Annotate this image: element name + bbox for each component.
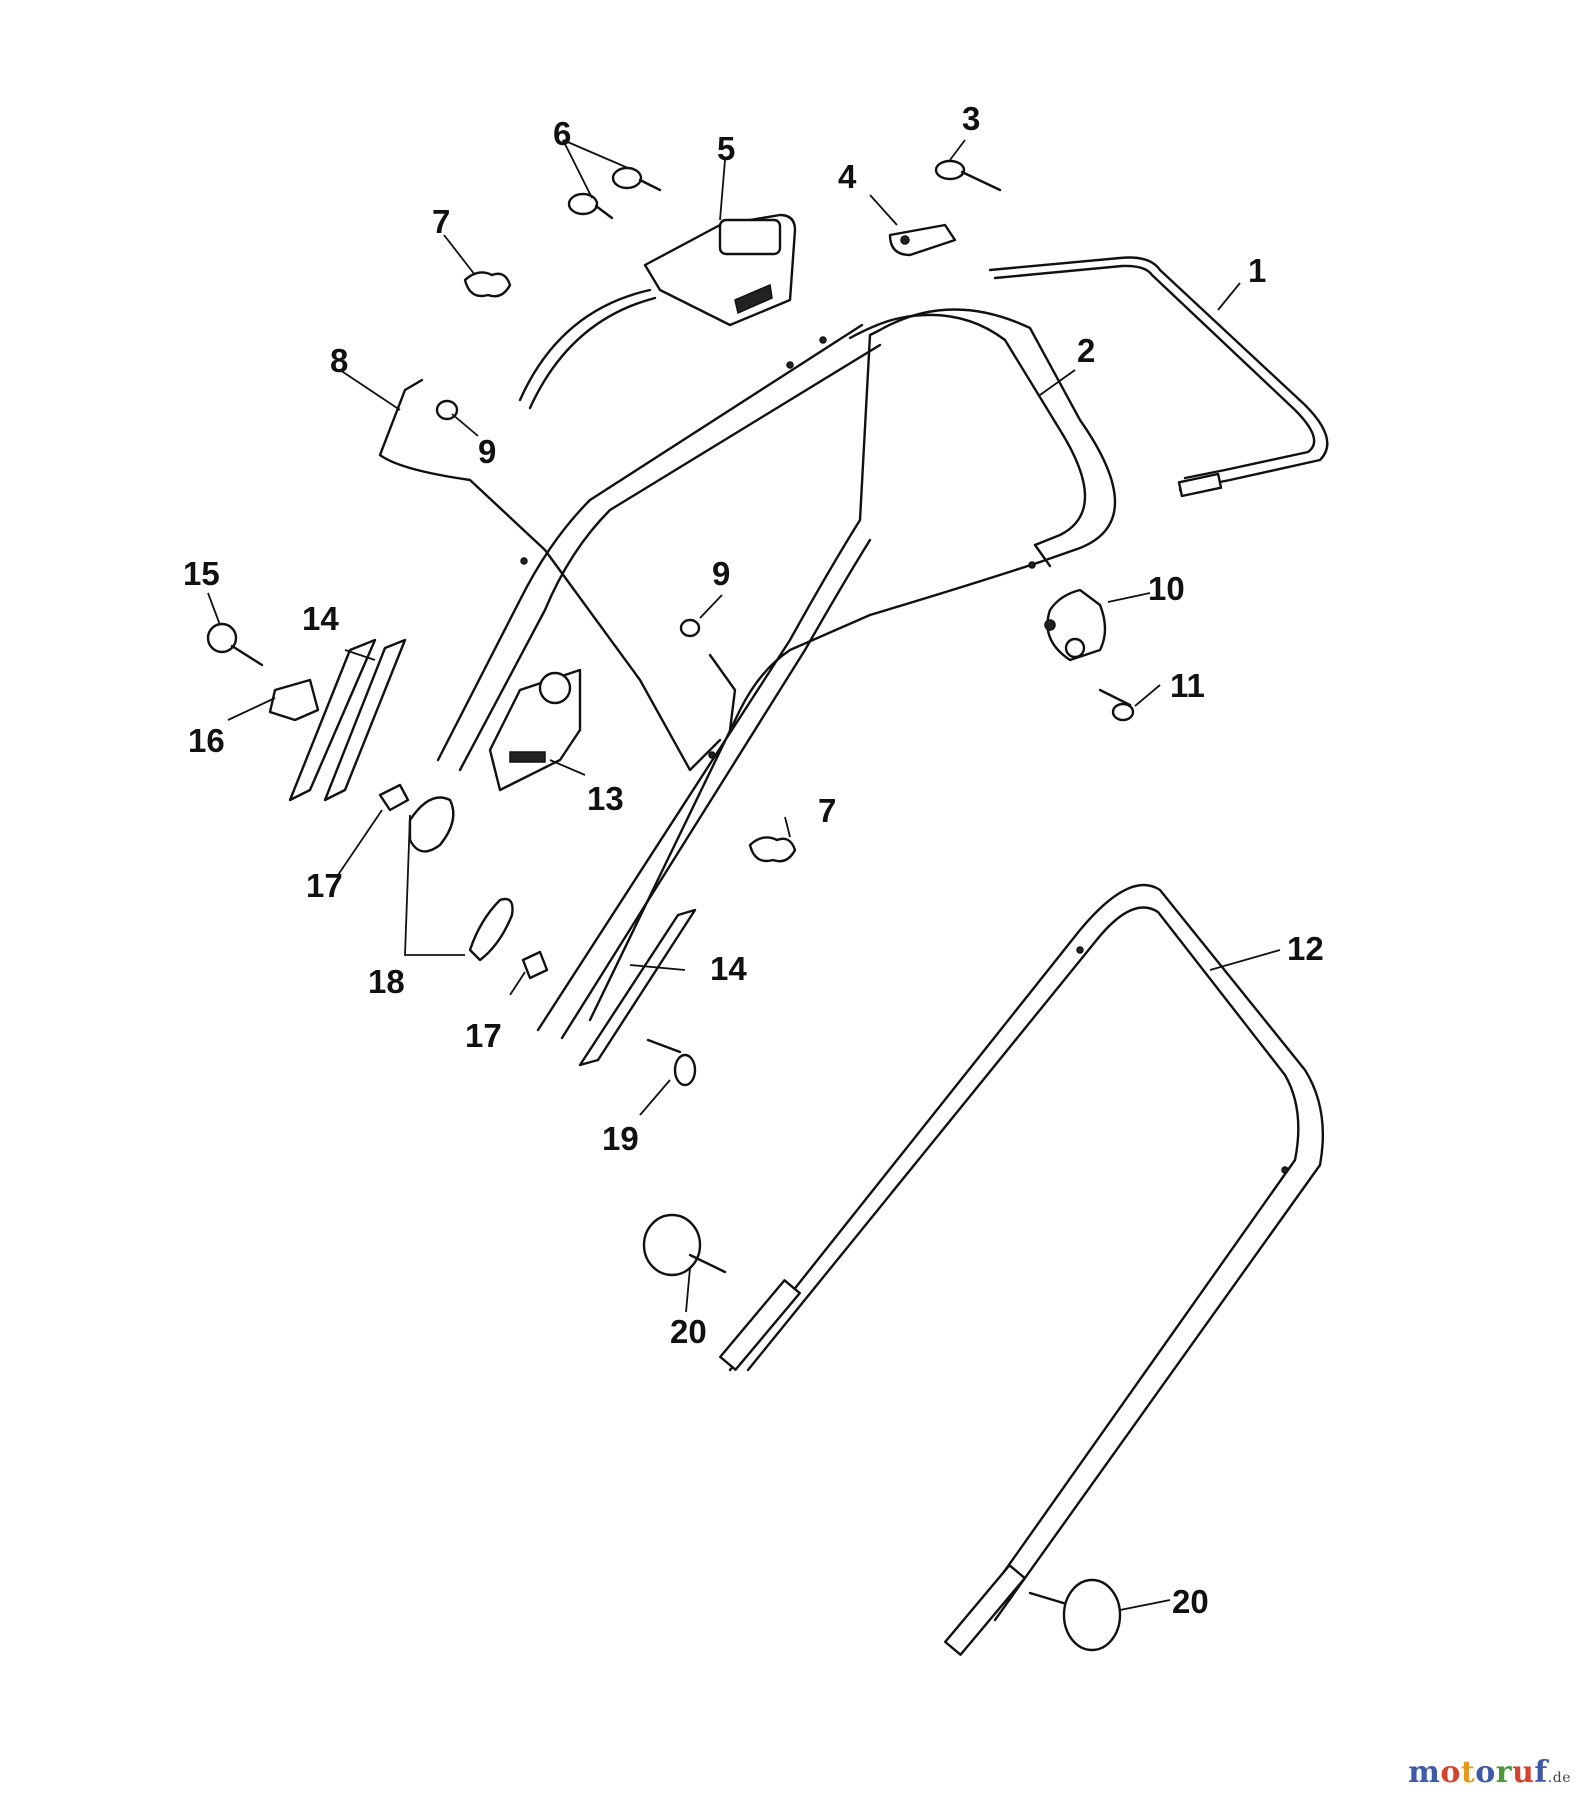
callout-20-right: 20 (1172, 1583, 1209, 1620)
callout-1: 1 (1248, 252, 1266, 289)
screw-3 (934, 159, 1002, 192)
knob-15 (206, 622, 264, 667)
callout-14-right: 14 (710, 950, 747, 987)
callout-8: 8 (330, 342, 348, 379)
callout-16: 16 (188, 722, 225, 759)
wm-letter-4: o (1475, 1755, 1496, 1790)
wing-nut-18-bottom (468, 897, 514, 962)
callout-9-top: 9 (478, 433, 496, 470)
clip-7-top (463, 271, 512, 298)
bracket-10 (1044, 588, 1107, 662)
callout-11: 11 (1170, 667, 1205, 704)
washer-17-left (378, 783, 410, 812)
callout-15: 15 (183, 555, 220, 592)
knob-bolt-19 (646, 1038, 697, 1087)
callout-17-right: 17 (465, 1017, 502, 1054)
wm-suffix: .de (1547, 1770, 1571, 1786)
holder-13 (488, 668, 582, 792)
wm-letter-5: r (1495, 1755, 1513, 1790)
wm-letter-1: m (1408, 1755, 1441, 1790)
callout-7-bottom: 7 (818, 792, 836, 829)
operating-lever (988, 256, 1329, 498)
screws-6 (567, 166, 662, 220)
wm-letter-2: o (1440, 1755, 1461, 1790)
callout-18: 18 (368, 963, 405, 1000)
clip-7-bottom (748, 836, 797, 863)
callout-6: 6 (553, 115, 571, 152)
callout-9-bottom: 9 (712, 555, 730, 592)
clamp-16 (268, 678, 320, 722)
cable-clamp-4 (888, 223, 957, 257)
wing-nut-18-top (408, 796, 455, 853)
callout-12: 12 (1287, 930, 1324, 967)
callout-14-left: 14 (302, 600, 339, 637)
callout-3: 3 (962, 100, 980, 137)
callout-10: 10 (1148, 570, 1185, 607)
callout-labels: 1 2 3 4 5 6 7 7 8 9 9 10 11 12 13 14 14 … (183, 100, 1324, 1620)
callout-19: 19 (602, 1120, 639, 1157)
motoruf-watermark: motoruf.de (1408, 1755, 1571, 1790)
wm-letter-3: t (1460, 1755, 1476, 1790)
knob-20-right (1028, 1578, 1122, 1652)
sleeve-14-left (288, 638, 407, 802)
leader-lines (207, 139, 1281, 1611)
callout-5: 5 (717, 130, 735, 167)
lower-handle (719, 883, 1325, 1656)
callout-13: 13 (587, 780, 624, 817)
upper-handle (436, 308, 1117, 1040)
bolt-11 (1098, 688, 1135, 722)
callout-7-top: 7 (432, 203, 450, 240)
sleeve-14-right (578, 908, 697, 1067)
cable (378, 378, 737, 772)
switch-box (518, 213, 797, 410)
callout-17-left: 17 (306, 867, 343, 904)
washer-17-right (521, 950, 549, 980)
bushing-9-bottom (679, 618, 701, 638)
callout-20-left: 20 (670, 1313, 707, 1350)
callout-4: 4 (838, 158, 857, 195)
wm-letter-7: f (1534, 1755, 1548, 1790)
wm-letter-6: u (1512, 1755, 1535, 1790)
callout-2: 2 (1077, 332, 1095, 369)
knob-20-left (642, 1213, 727, 1277)
